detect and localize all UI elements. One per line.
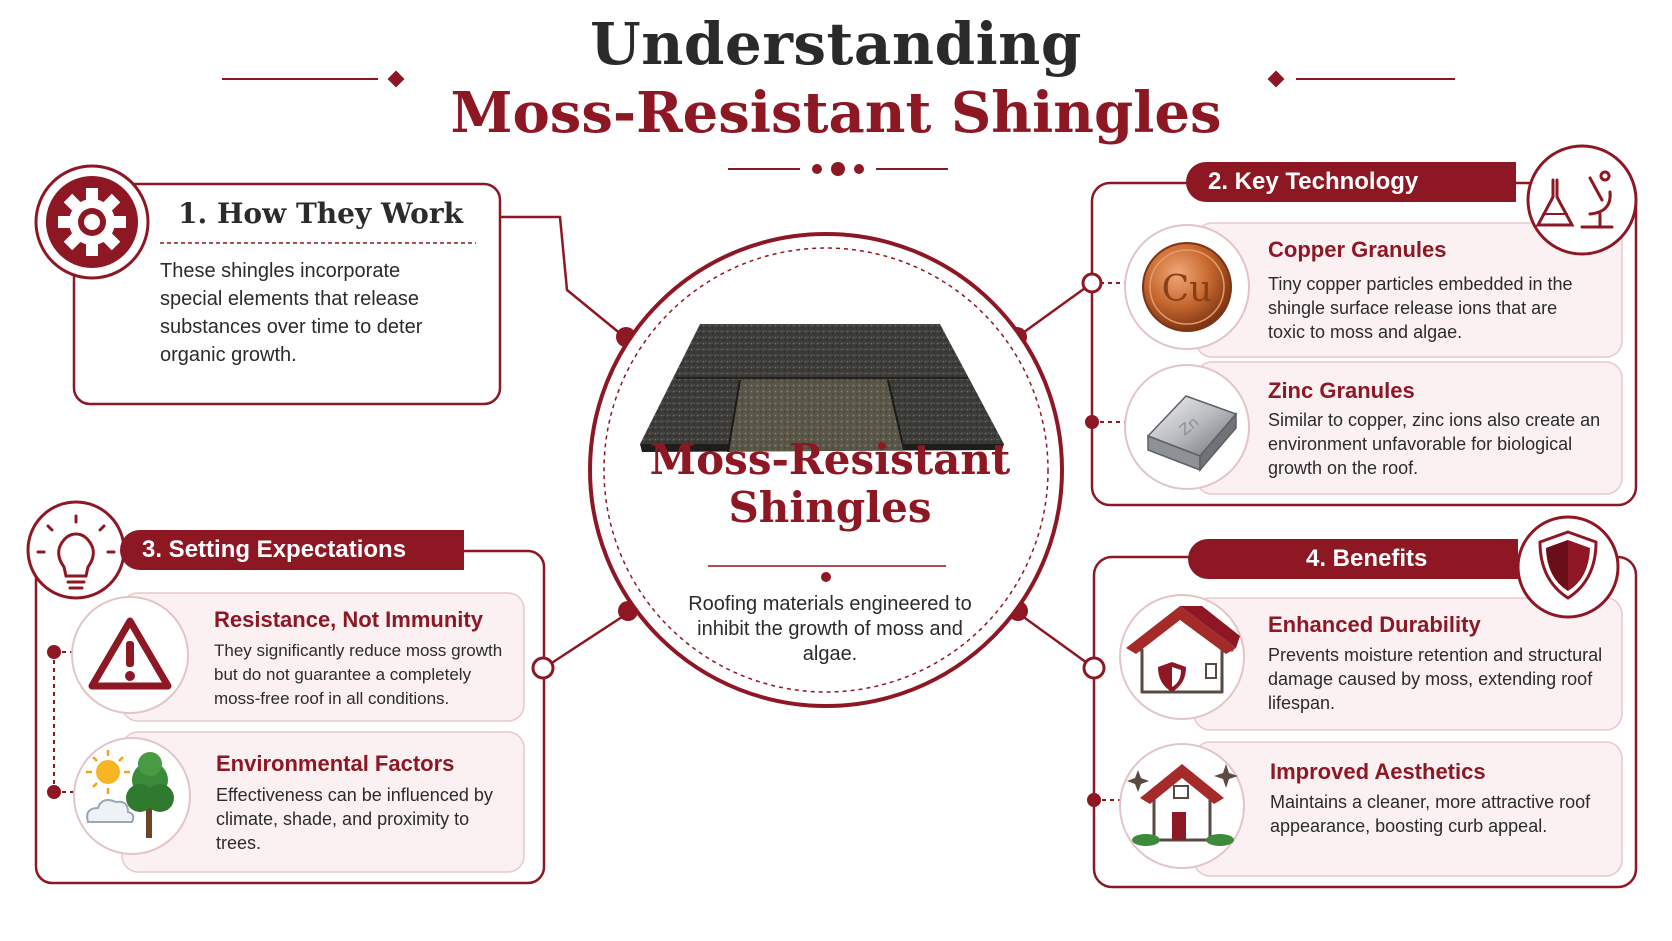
improved-aesthetics-text: Maintains a cleaner, more attractive roo…	[1270, 792, 1591, 836]
gear-icon	[58, 188, 126, 256]
sparkle-house-icon	[1127, 764, 1238, 846]
page-title-line1: Understanding	[590, 10, 1082, 78]
resistance-not-immunity-title: Resistance, Not Immunity	[214, 607, 483, 632]
copper-granules-text: Tiny copper particles embedded in the sh…	[1268, 274, 1573, 342]
shingles-image	[640, 324, 1004, 453]
sun-cloud-tree-icon	[86, 750, 174, 838]
shield-icon	[1538, 530, 1598, 600]
setting-expectations-header: 3. Setting Expectations	[120, 530, 464, 570]
page-title-line2: Moss-Resistant Shingles	[450, 80, 1222, 146]
environmental-factors-title: Environmental Factors	[216, 751, 455, 776]
center-description: Roofing materials engineered to inhibit …	[688, 593, 972, 665]
resistance-not-immunity-text: They significantly reduce moss growth bu…	[214, 641, 503, 708]
connector-lines	[500, 215, 1095, 670]
center-title: Moss-Resistant Shingles	[649, 435, 1011, 532]
key-technology-header: 2. Key Technology	[1186, 162, 1516, 202]
copper-symbol: Cu	[1162, 269, 1213, 310]
enhanced-durability-title: Enhanced Durability	[1268, 612, 1481, 637]
warning-icon	[88, 617, 172, 690]
zinc-granules-text: Similar to copper, zinc ions also create…	[1268, 410, 1601, 478]
improved-aesthetics-title: Improved Aesthetics	[1270, 759, 1486, 784]
zinc-granules-title: Zinc Granules	[1268, 378, 1415, 403]
environmental-factors-text: Effectiveness can be influenced by clima…	[216, 785, 493, 853]
how-they-work-text: These shingles incorporate special eleme…	[160, 260, 423, 366]
copper-coin-icon: Cu	[1142, 242, 1232, 332]
house-shield-icon	[1126, 606, 1240, 694]
lab-flask-microscope-icon	[1535, 170, 1614, 229]
setting-expectations-panel	[26, 500, 555, 885]
lightbulb-icon	[36, 514, 116, 590]
zinc-ingot-icon: Zn	[1146, 395, 1238, 473]
benefits-header: 4. Benefits	[1188, 539, 1518, 579]
copper-granules-title: Copper Granules	[1268, 237, 1447, 262]
how-they-work-title: 1. How They Work	[178, 197, 463, 230]
enhanced-durability-text: Prevents moisture retention and structur…	[1268, 645, 1603, 713]
